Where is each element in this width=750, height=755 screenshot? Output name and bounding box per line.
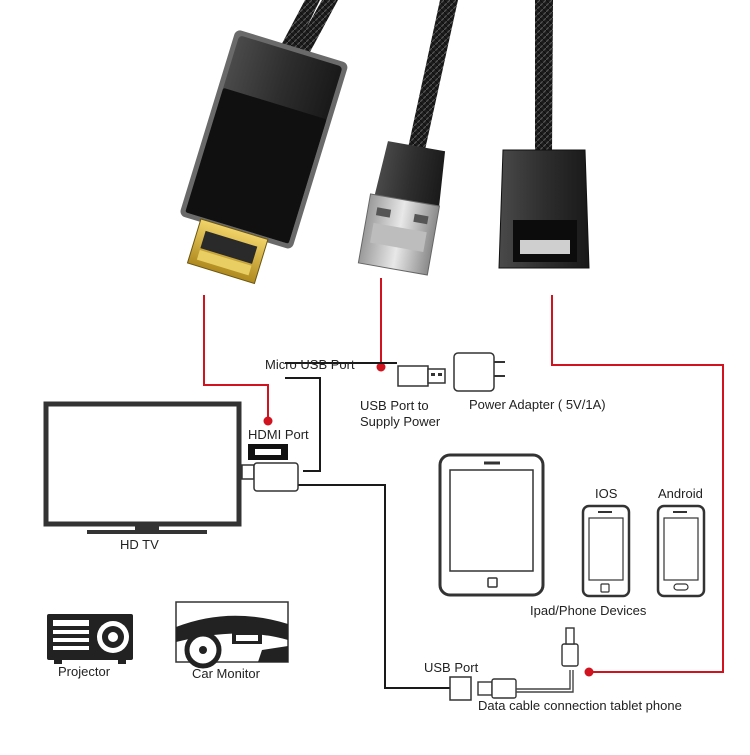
ipad-phone-devices-label: Ipad/Phone Devices <box>530 603 647 618</box>
adapter-plug-icon <box>241 462 299 492</box>
power-adapter-icon <box>453 352 505 392</box>
hd-tv-label: HD TV <box>120 537 159 552</box>
hdmi-callout-dot <box>263 416 273 426</box>
data-cable-caption: Data cable connection tablet phone <box>478 698 682 713</box>
usb-port-to-supply-power-label-line2: Supply Power <box>360 414 441 429</box>
black-connection-lines <box>285 362 450 689</box>
tablet-icon <box>438 453 545 597</box>
usb-female-callout-line <box>551 295 724 673</box>
ios-phone-icon <box>581 504 631 598</box>
usb-male-callout-dot <box>376 362 386 372</box>
hdmi-callout-line <box>203 295 269 420</box>
android-label: Android <box>658 486 703 501</box>
hdmi-port-label: HDMI Port <box>248 427 309 442</box>
usb-port-label: USB Port <box>424 660 479 675</box>
red-callout-lines <box>203 278 724 673</box>
data-cable-icon <box>477 627 579 699</box>
hdmi-cable-photo <box>180 0 348 285</box>
car-monitor-icon <box>175 601 289 669</box>
hdmi-port-icon <box>248 444 288 460</box>
usb-plug-small-icon <box>397 365 446 387</box>
car-monitor-label: Car Monitor <box>192 666 260 681</box>
usb-a-female-cable-photo <box>498 0 590 269</box>
micro-usb-port-label: Micro USB Port <box>265 357 355 372</box>
projector-label: Projector <box>58 664 111 679</box>
android-phone-icon <box>656 504 706 598</box>
ios-label: IOS <box>595 486 618 501</box>
usb-port-to-supply-power-label-line1: USB Port to <box>360 398 429 413</box>
usb-port-box-icon <box>449 676 472 701</box>
power-adapter-label: Power Adapter ( 5V/1A) <box>469 397 606 412</box>
hd-tv-icon <box>43 401 242 534</box>
projector-icon <box>47 614 133 664</box>
usb-female-callout-dot <box>584 667 594 677</box>
usb-a-male-cable-photo <box>357 0 458 276</box>
